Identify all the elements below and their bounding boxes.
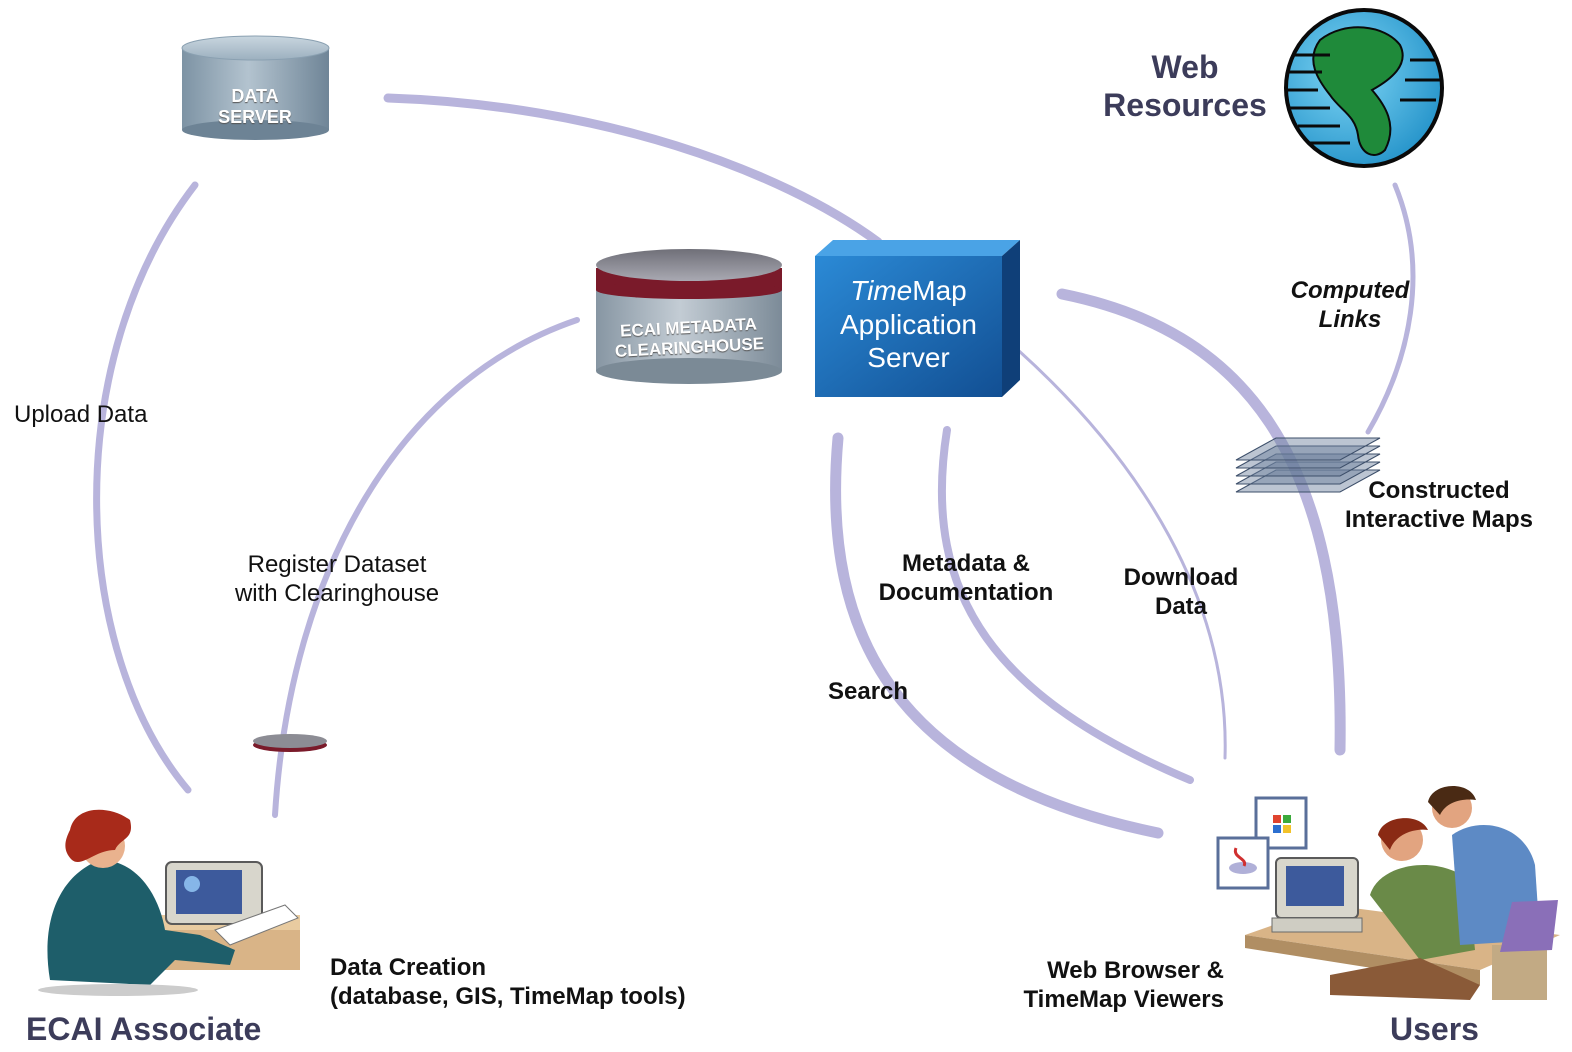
data-server-text: DATA SERVER (218, 86, 292, 127)
connector-search (830, 432, 1164, 839)
data-server-label: DATA SERVER (195, 86, 315, 127)
connector-web-to-users (1056, 288, 1346, 756)
connector-register-dataset (272, 317, 580, 818)
data-server-cylinder (181, 35, 330, 140)
app-server-map: Map (912, 275, 967, 306)
small-disk (253, 734, 327, 752)
app-server-line1: TimeMap (815, 274, 1002, 308)
ecai-associate-illustration (38, 809, 300, 996)
app-server-italic: Time (850, 275, 913, 306)
connector-computed-links (1365, 182, 1416, 435)
download-data-label: Download Data (1123, 564, 1239, 620)
app-server-line2: Application (840, 308, 977, 340)
app-server-line3: Server (867, 342, 950, 374)
ecai-associate-title: ECAI Associate (26, 1011, 262, 1047)
data-creation-label: Data Creation (database, GIS, TimeMap to… (330, 954, 686, 1010)
register-dataset-label: Register Dataset with Clearinghouse (234, 551, 440, 607)
connector-metadata (937, 426, 1194, 784)
globe-icon (1284, 8, 1444, 168)
metadata-documentation-label: Metadata & Documentation (878, 550, 1054, 606)
users-title: Users (1390, 1011, 1479, 1047)
users-illustration (1216, 785, 1560, 1000)
app-server-label: TimeMap Application Server (815, 274, 1002, 375)
clearinghouse-cylinder (596, 249, 782, 384)
app-server-box (815, 240, 1020, 397)
map-layers-icon (1235, 437, 1381, 493)
computed-links-label: Computed Links (1290, 277, 1410, 333)
web-browser-label: Web Browser & TimeMap Viewers (1023, 957, 1224, 1013)
connector-dataserver-appserver (383, 93, 883, 247)
connectors (93, 93, 1416, 839)
upload-data-label: Upload Data (14, 401, 148, 428)
connector-download (1016, 348, 1227, 760)
constructed-maps-label: Constructed Interactive Maps (1344, 477, 1534, 533)
search-label: Search (828, 678, 909, 705)
connector-upload-data (93, 181, 199, 794)
clearinghouse-text: ECAI METADATA CLEARINGHOUSE (614, 314, 765, 361)
web-resources-label: Web Resources (1103, 49, 1267, 124)
